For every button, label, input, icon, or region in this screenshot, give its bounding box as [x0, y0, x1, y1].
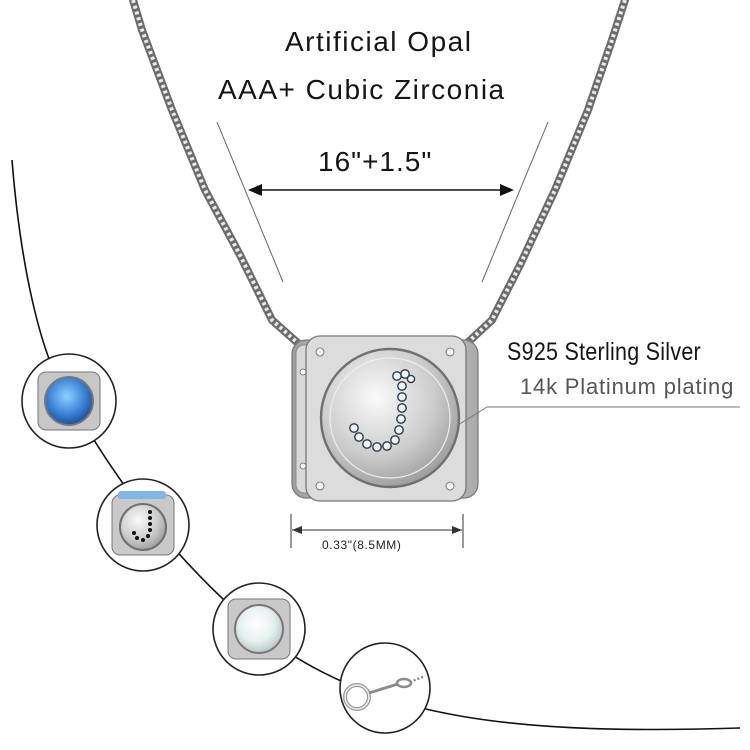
white-opal-thumbnail[interactable]	[212, 582, 306, 676]
box-chain	[129, 0, 629, 349]
letter-j-thumbnail[interactable]	[96, 478, 190, 572]
pendant-width-label: 0.33"(8.5MM)	[322, 538, 402, 552]
chain-length-label: 16"+1.5"	[318, 146, 433, 177]
material-label: S925 Sterling Silver	[507, 338, 701, 366]
length-arrow	[248, 184, 514, 196]
headline-line-2: AAA+ Cubic Zirconia	[218, 74, 506, 105]
blue-opal-thumbnail[interactable]	[21, 353, 117, 449]
cube-pendant	[291, 335, 479, 502]
clasp-thumbnail[interactable]	[339, 642, 431, 734]
width-measure	[290, 514, 464, 548]
headline-line-1: Artificial Opal	[285, 26, 473, 57]
plating-label: 14k Platinum plating	[520, 374, 735, 399]
